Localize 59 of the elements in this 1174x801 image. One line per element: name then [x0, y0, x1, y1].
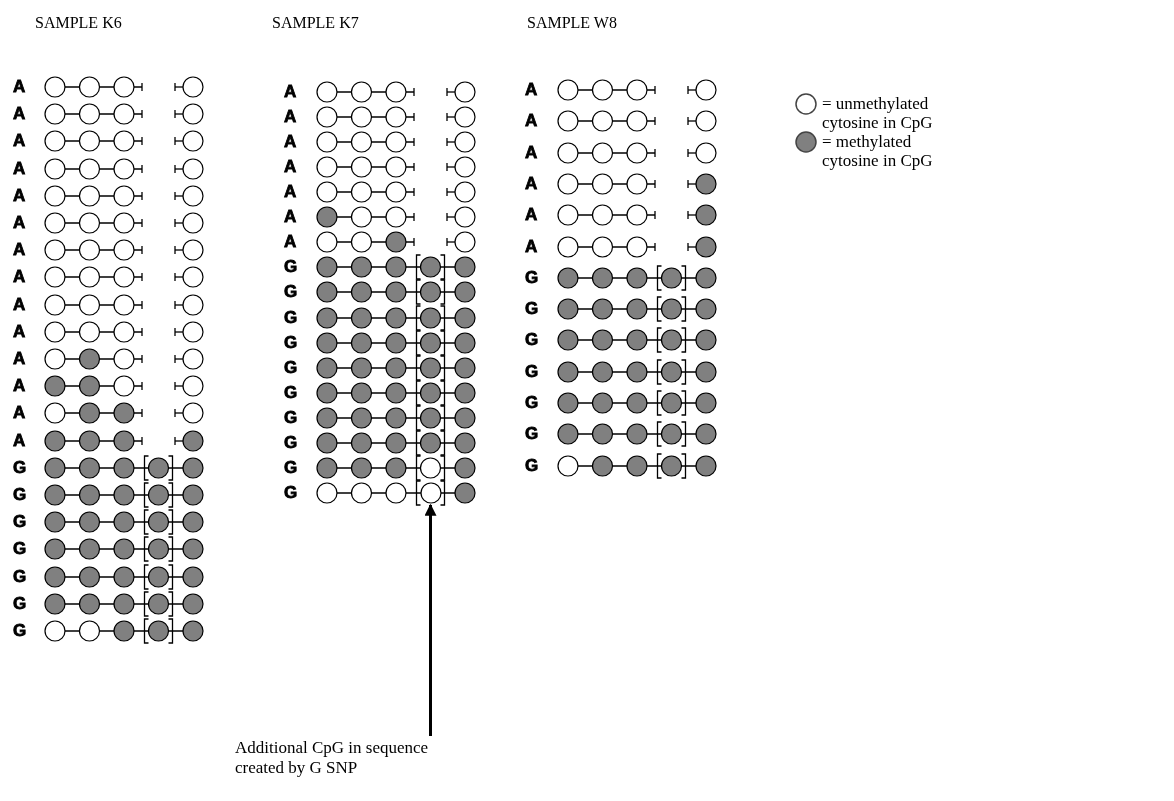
base-letter: G: [284, 408, 298, 427]
base-letter: A: [13, 350, 26, 368]
base-letter: A: [13, 404, 26, 423]
base-letter: A: [13, 78, 26, 96]
base-letter: A: [525, 174, 538, 193]
base-letter: A: [13, 186, 26, 205]
base-letter: G: [525, 456, 539, 475]
base-letter: G: [284, 308, 298, 327]
base-letter: G: [284, 358, 298, 377]
legend-text: = unmethylated cytosine in CpG: [822, 94, 934, 132]
base-letter: A: [13, 132, 26, 151]
base-letter: A: [525, 206, 538, 225]
base-letter: G: [13, 540, 27, 559]
base-letter: A: [13, 377, 26, 396]
base-letter: A: [13, 241, 26, 260]
base-letter: G: [284, 433, 298, 452]
base-letter: G: [525, 394, 539, 412]
base-letter: A: [525, 237, 538, 256]
base-letter: G: [525, 425, 539, 444]
base-letter: G: [525, 331, 539, 350]
sample-title: SAMPLE K7: [272, 14, 359, 32]
base-letter: A: [525, 143, 538, 162]
base-letter: A: [284, 233, 297, 252]
base-letter: G: [284, 333, 298, 352]
base-letter: A: [13, 268, 26, 287]
base-letter: A: [284, 108, 297, 127]
base-letter: A: [284, 133, 297, 152]
base-letter: G: [525, 362, 539, 381]
base-letter: G: [13, 513, 27, 532]
base-letter: G: [525, 300, 539, 319]
legend-text: = methylated cytosine in CpG: [822, 132, 934, 170]
sample-title: SAMPLE K6: [35, 14, 122, 32]
base-letter: G: [13, 486, 27, 504]
base-letter: G: [13, 567, 27, 586]
base-letter: A: [284, 158, 297, 177]
base-letter: A: [13, 214, 26, 232]
base-letter: A: [13, 322, 26, 341]
base-letter: G: [284, 383, 298, 402]
base-letter: A: [525, 81, 538, 99]
base-letter: G: [284, 483, 298, 502]
base-letter: A: [525, 112, 538, 131]
base-letter: A: [284, 83, 297, 101]
base-letter: A: [13, 105, 26, 124]
base-letter: G: [525, 268, 539, 287]
annotation-text: Additional CpG in sequence created by G SNP: [235, 738, 460, 778]
sample-title: SAMPLE W8: [527, 14, 617, 32]
base-letter: A: [13, 159, 26, 178]
base-letter: A: [284, 183, 297, 202]
arrow: [424, 503, 437, 736]
cpg-circle: [419, 481, 442, 504]
base-letter: G: [284, 283, 298, 302]
base-letter: A: [13, 431, 26, 450]
base-letter: G: [284, 458, 298, 477]
base-letter: G: [13, 594, 27, 613]
base-letter: A: [13, 295, 26, 314]
base-letter: G: [284, 258, 298, 277]
base-letter: A: [284, 208, 297, 227]
base-letter: G: [13, 622, 27, 640]
base-letter: G: [13, 458, 27, 477]
